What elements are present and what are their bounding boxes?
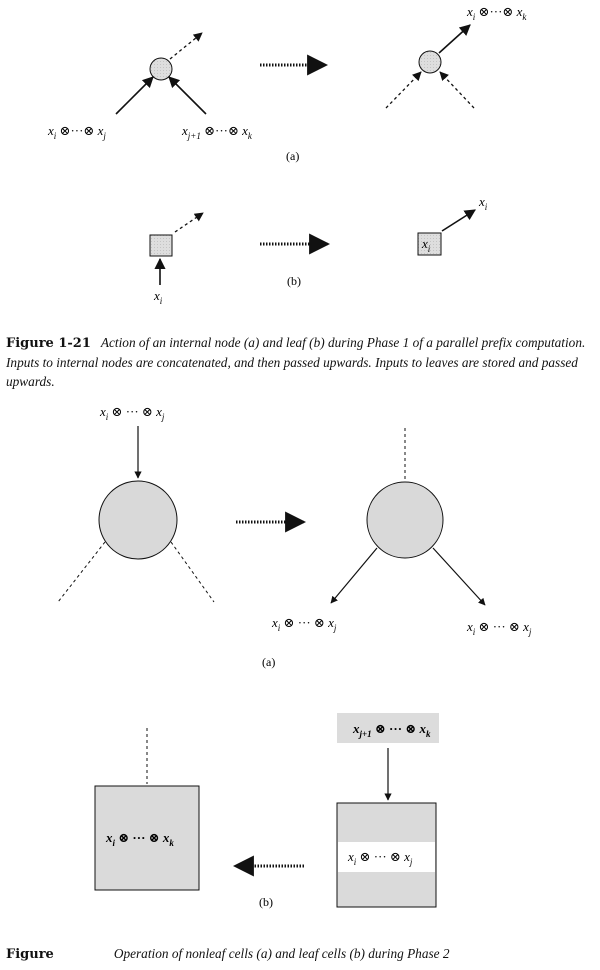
arrow-in-right-dashed — [439, 71, 475, 109]
top-b-stored: xi — [421, 236, 431, 254]
arrow-out-up — [438, 24, 471, 54]
arrow-out-left — [330, 547, 378, 604]
top-a-input-right: xj+1 ⊗···⊗ xk — [181, 123, 253, 141]
top-a-label: (a) — [286, 149, 299, 163]
arrow-in-left-dashed — [385, 71, 422, 109]
leaf-arrow-up-dashed — [174, 212, 204, 233]
caption-text: Action of an internal node (a) and leaf … — [6, 335, 586, 389]
top-b-label: (b) — [287, 274, 301, 288]
top-panel-b: xi xi xi (b) — [149, 194, 488, 306]
nonleaf-after — [366, 481, 444, 559]
leaf-cell-before-window — [338, 842, 435, 872]
top-panel-a: xi ⊗···⊗ xj xj+1 ⊗···⊗ xk xi ⊗···⊗ xk (a… — [47, 4, 527, 163]
bottom-b-input: xj+1 ⊗ ··· ⊗ xk — [352, 721, 431, 739]
bottom-b-label: (b) — [259, 895, 273, 909]
bottom-panel-b: xi ⊗ ··· ⊗ xk xj+1 ⊗ ··· ⊗ xk xi ⊗ ··· ⊗… — [94, 713, 439, 909]
top-b-input: xi — [153, 288, 163, 306]
input-box — [337, 713, 439, 743]
bottom-b-stored-before: xi ⊗ ··· ⊗ xj — [347, 849, 413, 867]
arrow-in-left — [115, 76, 154, 115]
internal-node-after — [418, 50, 442, 74]
bottom-a-output-left: xi ⊗ ··· ⊗ xj — [271, 615, 337, 633]
top-a-output: xi ⊗···⊗ xk — [466, 4, 527, 22]
nonleaf-before — [98, 480, 178, 560]
caption-text-2: Operation of nonleaf cells (a) and leaf … — [113, 946, 450, 961]
bottom-a-output-right: xi ⊗ ··· ⊗ xj — [466, 619, 532, 637]
caption-label-2: Figure — [6, 947, 54, 962]
top-a-input-left: xi ⊗···⊗ xj — [47, 123, 106, 141]
leaf-after — [417, 232, 442, 256]
caption-label: Figure 1-21 — [6, 336, 91, 351]
bottom-a-input: xi ⊗ ··· ⊗ xj — [99, 404, 165, 422]
bottom-figure-caption: Figure Operation of nonleaf cells (a) and… — [6, 944, 594, 964]
dashed-child-right — [170, 541, 215, 603]
bottom-panel-a: xi ⊗ ··· ⊗ xj xi ⊗ ··· ⊗ xj xi ⊗ ··· ⊗ x… — [57, 404, 532, 669]
arrow-in-right — [168, 76, 207, 115]
arrow-up-dashed — [169, 32, 203, 60]
leaf-cell-after — [94, 785, 200, 891]
dashed-child-left — [57, 541, 106, 603]
arrow-out-right — [432, 547, 486, 606]
internal-node-before — [149, 57, 173, 81]
leaf-before — [149, 234, 173, 257]
top-b-output: xi — [478, 194, 488, 212]
bottom-a-label: (a) — [262, 655, 275, 669]
bottom-b-stored-after: xi ⊗ ··· ⊗ xk — [105, 830, 174, 848]
leaf-arrow-out — [441, 209, 476, 232]
